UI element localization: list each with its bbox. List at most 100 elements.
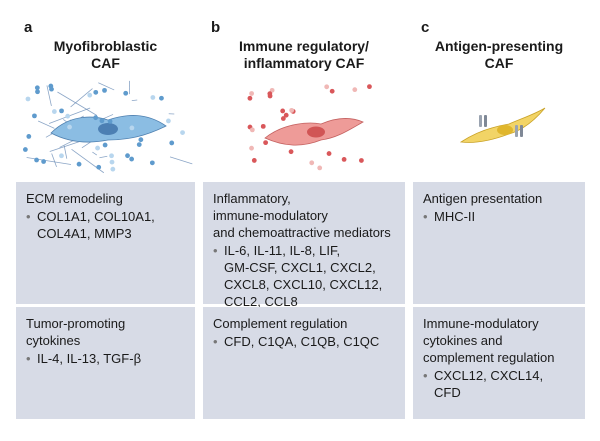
dot — [34, 157, 39, 163]
fiber-line — [51, 153, 57, 167]
box-title: Inflammatory, immune-modulatory and chem… — [213, 191, 391, 240]
box-title: Immune-modulatory cytokines and compleme… — [423, 316, 555, 365]
list-item: • MHC-II — [423, 208, 575, 225]
list-item: • CXCL12, CXCL14, CFD — [423, 367, 575, 401]
fiber-line — [92, 151, 98, 156]
dot — [150, 95, 156, 100]
antigen-presenting-cell-icon — [459, 107, 546, 143]
dot — [317, 165, 323, 171]
dot — [123, 90, 129, 96]
dot — [249, 91, 254, 96]
bullet-icon: • — [423, 209, 428, 224]
dot — [59, 108, 64, 114]
dot — [159, 95, 164, 101]
dot — [26, 134, 32, 139]
dot — [341, 157, 347, 162]
dot — [358, 158, 364, 163]
dot — [367, 84, 372, 90]
column-title-line: Antigen-presenting — [434, 38, 564, 54]
fiber-line — [26, 157, 72, 165]
list-item-text: COL1A1, COL10A1, COL4A1, MMP3 — [37, 209, 155, 241]
column-title-line: Immune regulatory/ — [239, 38, 369, 54]
receptor-icon — [479, 115, 482, 127]
function-box-antigen: Antigen presentation • MHC-II — [413, 182, 585, 304]
fiber-line — [70, 88, 93, 108]
function-box-ecm: ECM remodeling • COL1A1, COL10A1, COL4A1… — [16, 182, 195, 304]
dot — [280, 108, 286, 114]
cell-nucleus — [307, 126, 325, 138]
panel-letter: b — [211, 19, 221, 36]
box-title: ECM remodeling — [26, 191, 123, 206]
dot — [263, 140, 269, 146]
bullet-icon: • — [213, 243, 218, 258]
box-title: Complement regulation — [213, 316, 348, 331]
dot — [87, 92, 93, 98]
list-item-text: MHC-II — [434, 209, 476, 224]
fiber-line — [63, 145, 68, 159]
list-item: • IL-6, IL-11, IL-8, LIF, GM-CSF, CXCL1,… — [213, 242, 395, 310]
dot — [99, 118, 105, 124]
dot — [48, 83, 54, 89]
dot — [309, 160, 315, 166]
dot — [102, 87, 107, 93]
dot — [93, 89, 99, 95]
dot — [76, 161, 82, 167]
list-item-text: CXCL12, CXCL14, CFD — [434, 368, 544, 400]
dot — [109, 159, 115, 165]
dot — [22, 147, 28, 152]
dot — [35, 89, 40, 95]
fiber-line — [46, 85, 52, 106]
dot — [149, 160, 155, 166]
inflammatory-cell-icon — [247, 84, 372, 171]
panel-letter: a — [24, 19, 33, 36]
dot — [326, 151, 332, 156]
dot — [352, 87, 358, 93]
fiber-line — [57, 91, 98, 116]
fiber-line — [37, 120, 55, 129]
dot — [129, 125, 135, 131]
dot — [260, 123, 266, 129]
box-title: Antigen presentation — [423, 191, 543, 206]
list-item-text: IL-6, IL-11, IL-8, LIF, GM-CSF, CXCL1, C… — [224, 243, 383, 309]
function-box-inflammatory: Inflammatory, immune-modulatory and chem… — [203, 182, 405, 309]
list-item: • IL-4, IL-13, TGF-β — [26, 350, 185, 367]
dot — [25, 96, 31, 102]
column-title-line: Myofibroblastic — [53, 38, 158, 54]
function-box-complement: Complement regulation • CFD, C1QA, C1QB,… — [203, 307, 405, 419]
function-box-cytokines: Tumor-promoting cytokines • IL-4, IL-13,… — [16, 307, 195, 419]
dot — [249, 127, 255, 133]
dot — [267, 93, 273, 99]
column-title: Immune regulatory/inflammatory CAF — [203, 38, 405, 72]
dot — [138, 137, 144, 143]
dot — [107, 119, 113, 124]
dot — [96, 164, 102, 170]
box-title: Tumor-promoting cytokines — [26, 316, 126, 348]
dot — [102, 142, 108, 148]
cell-nucleus — [497, 125, 513, 135]
dot — [125, 153, 130, 159]
dot — [280, 116, 286, 121]
list-item-text: IL-4, IL-13, TGF-β — [37, 351, 142, 366]
dot — [32, 113, 37, 119]
list-item: • CFD, C1QA, C1QB, C1QC — [213, 333, 395, 350]
dot — [324, 84, 330, 90]
function-box-immune-modulatory: Immune-modulatory cytokines and compleme… — [413, 307, 585, 419]
dot — [283, 112, 289, 118]
dot — [136, 142, 142, 148]
dot — [67, 124, 72, 130]
dot — [51, 109, 57, 114]
dot — [65, 113, 71, 119]
dot — [288, 149, 294, 155]
panel-letter: c — [421, 19, 430, 36]
receptor-icon — [484, 115, 487, 127]
column-title-line: CAF — [484, 55, 514, 71]
column-title-line: CAF — [91, 55, 120, 71]
dot — [251, 158, 257, 163]
myofibroblast-cell-icon — [22, 80, 193, 174]
dot — [34, 85, 40, 91]
dot — [129, 156, 135, 162]
dot — [41, 159, 47, 164]
dot — [109, 153, 114, 159]
